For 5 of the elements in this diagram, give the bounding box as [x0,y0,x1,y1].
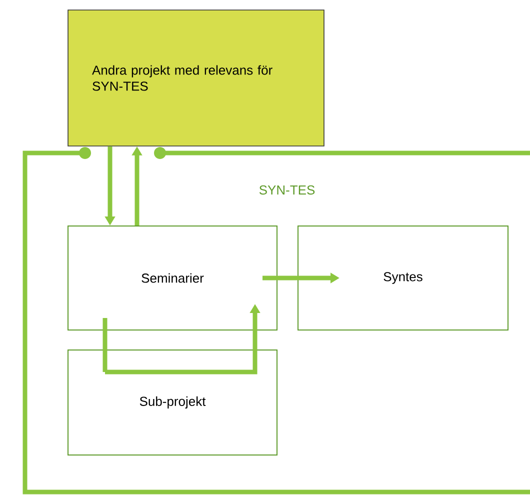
process-box: Syntes [298,226,508,330]
process-box: Seminarier [68,226,278,330]
project-box: Andra projekt med relevans för SYN-TES [68,10,324,146]
node-label: SYN-TES [259,185,315,195]
process-box: Sub-projekt [68,350,278,456]
